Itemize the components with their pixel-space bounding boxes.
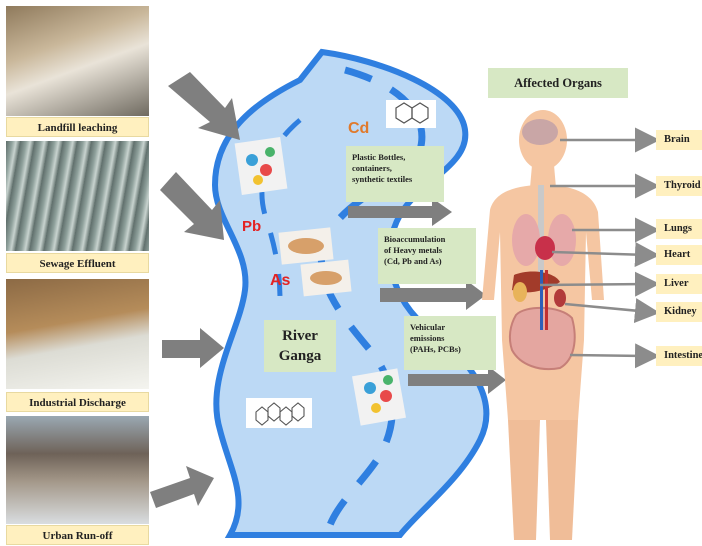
river-title-line1: River [264,326,336,346]
metal-cd: Cd [348,120,369,138]
river-title: River Ganga [264,320,336,372]
plastic-line3: synthetic textiles [352,174,444,185]
affected-organs-title: Affected Organs [488,68,628,98]
metal-pb: Pb [242,218,261,235]
plastic-waste-image-2 [352,368,406,425]
fish-image-1 [278,227,333,264]
vehicular-line2: emissions [410,333,496,344]
fish-image-2 [300,260,351,297]
organ-label-lungs: Lungs [656,219,702,239]
industrial-label: Industrial Discharge [6,392,149,412]
plastic-line1: Plastic Bottles, [352,152,444,163]
pointer-liver [540,284,650,285]
lung-left [512,214,540,266]
bioaccumulation-box: Bioaccumulation of Heavy metals (Cd, Pb … [378,228,476,284]
arrow-landfill [168,72,240,140]
plastic-box: Plastic Bottles, containers, synthetic t… [346,146,444,202]
metal-as: As [270,272,290,290]
arrow-industrial [162,328,224,368]
vehicular-line3: (PAHs, PCBs) [410,344,496,355]
molecule-naphthalene [386,100,436,128]
bioaccumulation-line1: Bioaccumulation [384,234,476,245]
human-figure [482,110,604,540]
runoff-photo [6,416,149,524]
bioaccumulation-line3: (Cd, Pb and As) [384,256,476,267]
heart-organ [535,236,555,260]
river-title-line2: Ganga [264,346,336,366]
organ-label-kidney: Kidney [656,302,702,322]
vehicular-line1: Vehicular [410,322,496,333]
landfill-label: Landfill leaching [6,117,149,137]
landfill-photo [6,6,149,116]
organ-label-heart: Heart [656,245,702,265]
industrial-photo [6,279,149,389]
brain-organ [522,119,558,145]
arrow-runoff [150,466,214,508]
bioaccumulation-line2: of Heavy metals [384,245,476,256]
molecule-pah [246,398,312,428]
organ-label-brain: Brain [656,130,702,150]
pointer-intestine [570,355,650,356]
runoff-label: Urban Run-off [6,525,149,545]
sewage-label: Sewage Effluent [6,253,149,273]
sewage-photo [6,141,149,251]
kidney-organ [554,289,566,307]
vehicular-box: Vehicular emissions (PAHs, PCBs) [404,316,496,370]
organ-label-liver: Liver [656,274,702,294]
organ-label-intestine: Intestine [656,346,702,366]
plastic-line2: containers, [352,163,444,174]
plastic-waste-image-1 [235,137,288,195]
organ-label-thyroid: Thyroid [656,176,702,196]
